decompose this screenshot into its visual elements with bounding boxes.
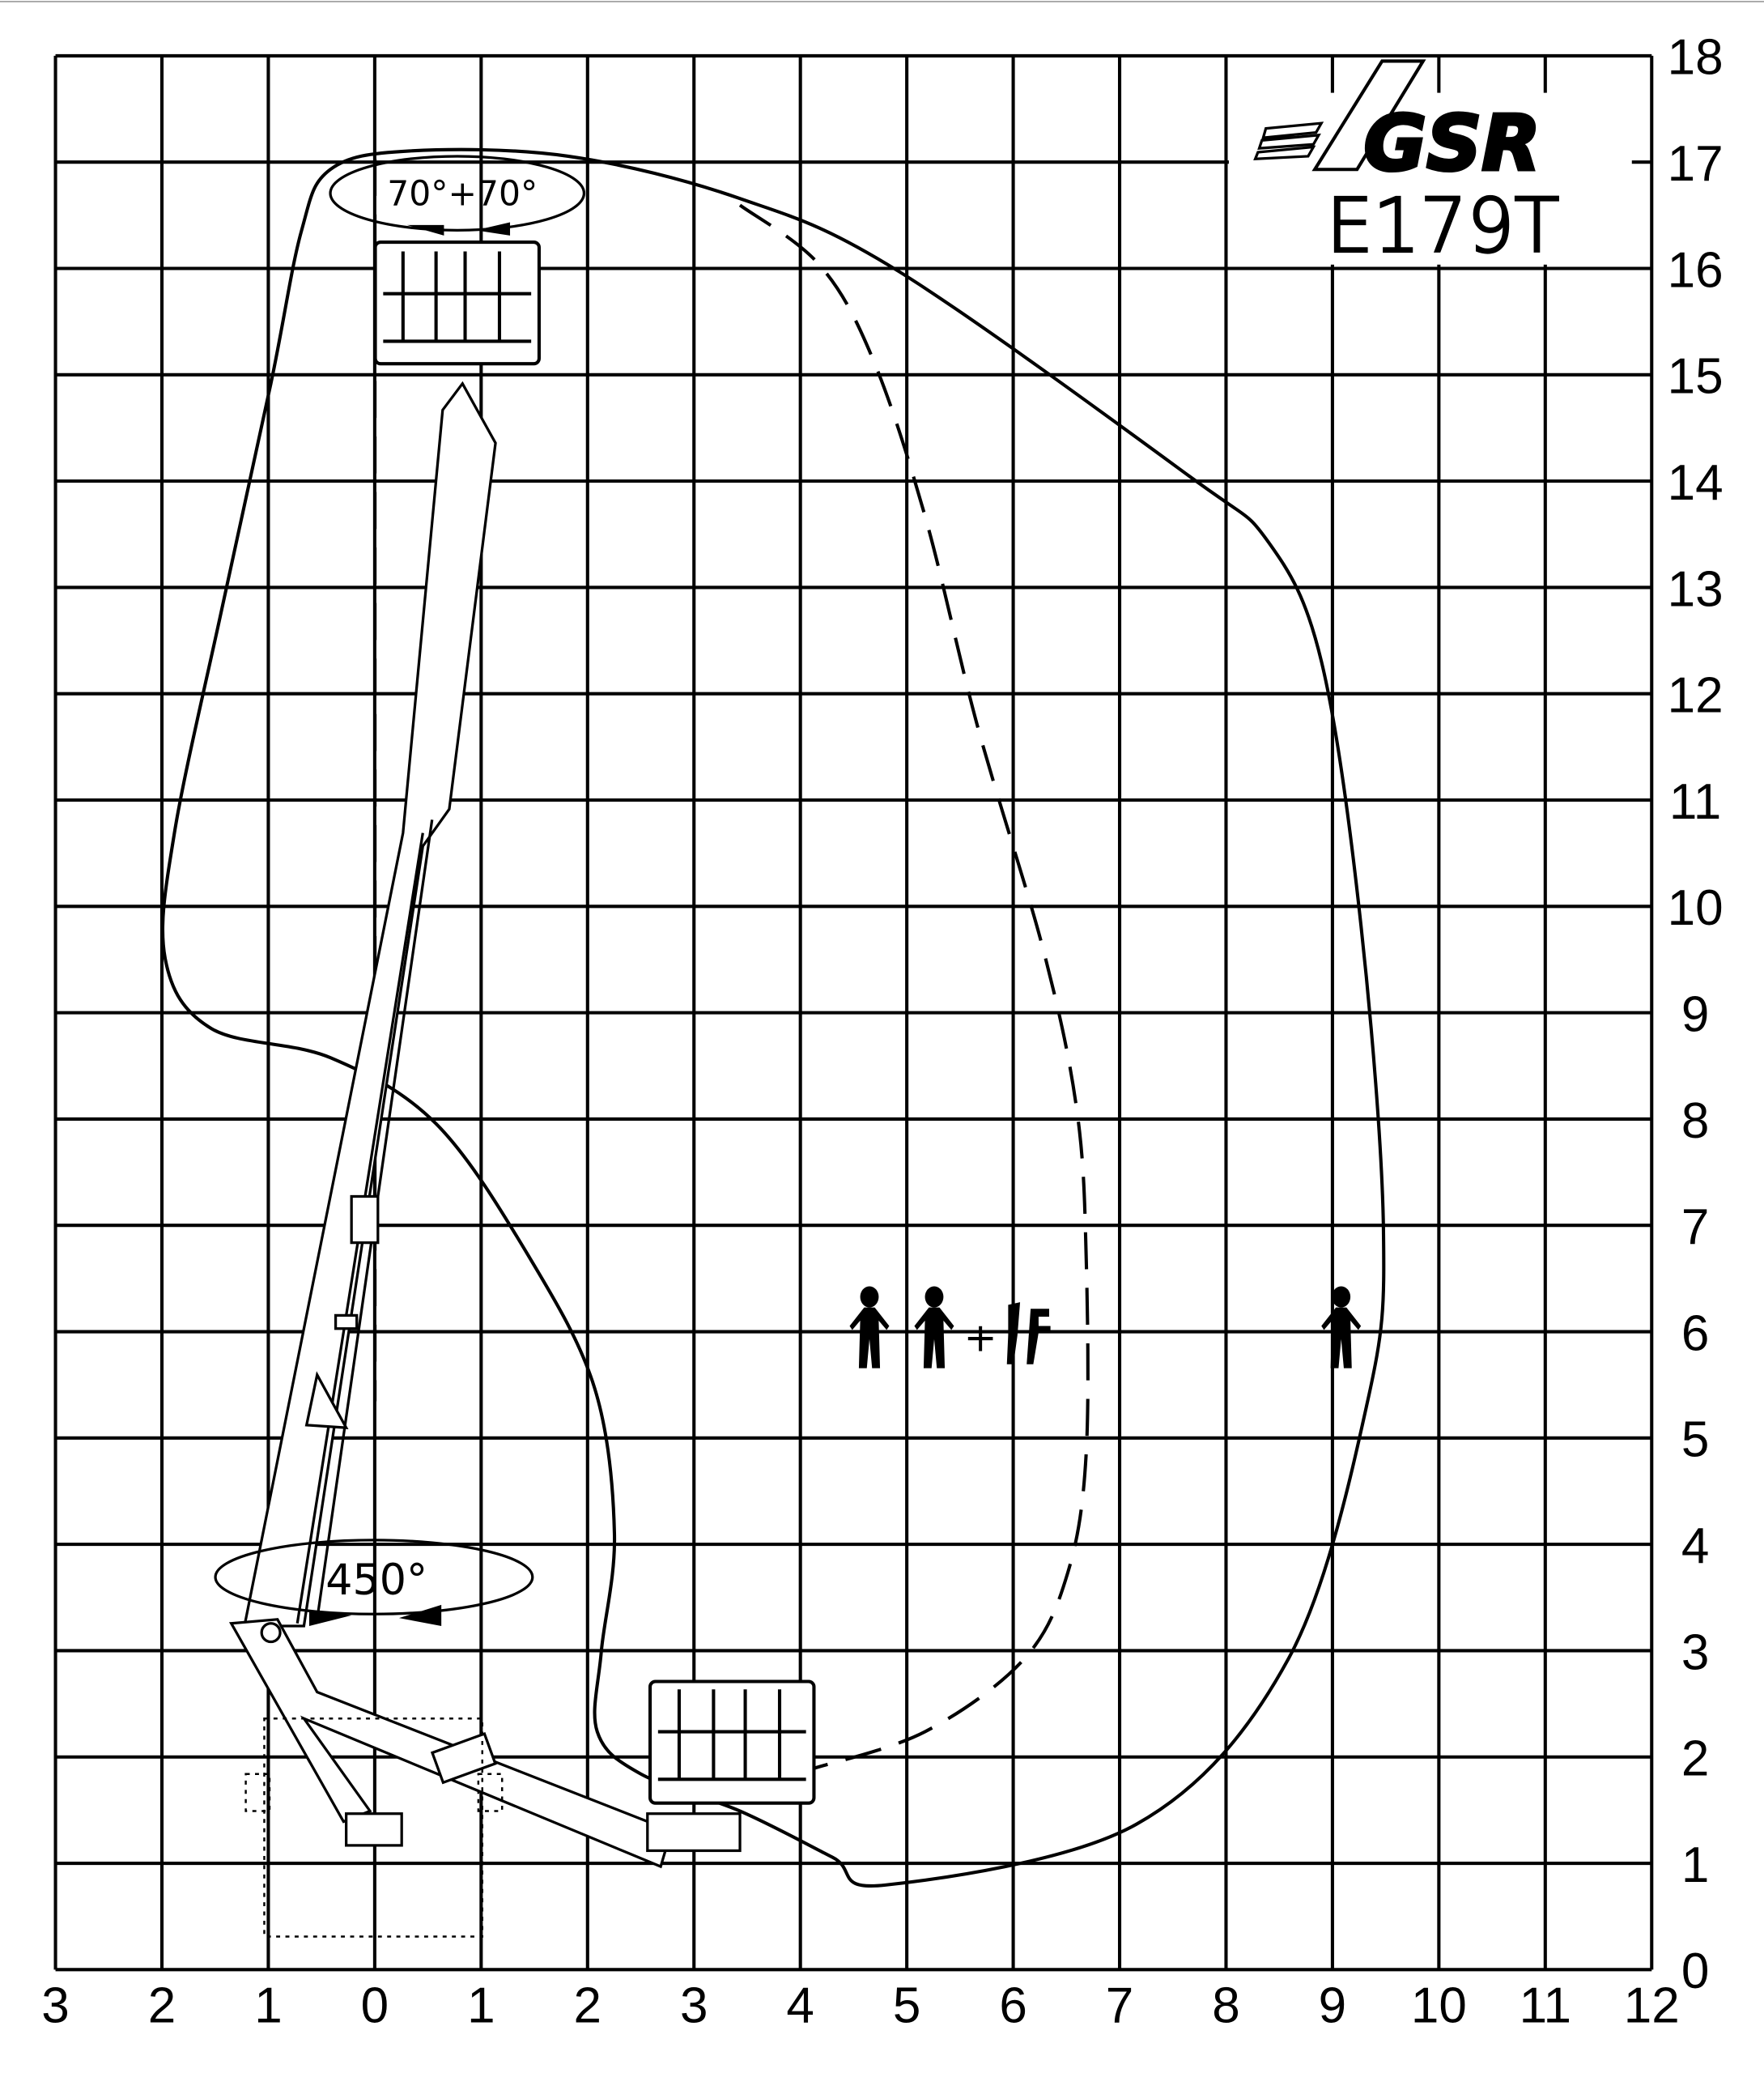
person-icon	[849, 1286, 890, 1369]
x-tick-label: 5	[893, 1978, 921, 2034]
y-tick-label: 16	[1668, 242, 1724, 298]
turret-rotation-ellipse	[214, 1539, 534, 1615]
logo-background	[1228, 92, 1632, 265]
y-tick-label: 15	[1668, 349, 1724, 405]
x-tick-label: 1	[467, 1978, 495, 2034]
x-tick-label: 7	[1106, 1978, 1134, 2034]
y-tick-label: 9	[1681, 986, 1710, 1042]
y-tick-label: 0	[1681, 1943, 1710, 1999]
y-tick-label: 12	[1668, 668, 1724, 724]
turret-base	[345, 1812, 403, 1847]
y-tick-label: 1	[1681, 1837, 1710, 1893]
x-tick-label: 2	[148, 1978, 176, 2034]
reduced-load-envelope	[738, 203, 1090, 1771]
x-tick-label: 6	[999, 1978, 1027, 2034]
telescopic-boom	[242, 381, 497, 1628]
chassis-outline	[244, 1717, 504, 1938]
y-tick-label: 18	[1668, 30, 1724, 86]
x-tick-label: 4	[786, 1978, 814, 2034]
y-tick-label: 8	[1681, 1093, 1710, 1149]
y-tick-label: 2	[1681, 1731, 1710, 1787]
basket-rotation-label: 70°+70°	[387, 174, 538, 214]
zone-two-operators-tools: +	[849, 1286, 1051, 1369]
x-tick-label: 8	[1212, 1978, 1239, 2034]
y-tick-label: 17	[1668, 136, 1724, 192]
y-tick-label: 7	[1681, 1199, 1710, 1255]
y-tick-label: 5	[1681, 1412, 1710, 1468]
brand-logo-text: GSR	[1363, 99, 1541, 188]
grid	[53, 53, 1654, 1972]
x-tick-label: 12	[1624, 1978, 1680, 2034]
y-tick-label: 13	[1668, 561, 1724, 617]
model-label: E179T	[1326, 182, 1559, 269]
person-icon-single-operator	[1321, 1286, 1362, 1369]
basket-rotation-ellipse	[329, 155, 586, 232]
x-tick-label: 3	[680, 1978, 708, 2034]
rotation-arrows-icon	[406, 222, 511, 236]
x-tick-label: 9	[1319, 1978, 1347, 2034]
tools-icon	[1006, 1302, 1051, 1364]
x-tick-label: 0	[361, 1978, 389, 2034]
x-tick-label: 3	[41, 1978, 70, 2034]
outer-working-envelope	[160, 147, 1386, 1888]
y-tick-label: 4	[1681, 1518, 1710, 1574]
turret-rotation-label: 450°	[325, 1556, 427, 1605]
x-tick-label: 2	[574, 1978, 602, 2034]
lower-arm	[228, 1618, 742, 1869]
x-tick-label: 11	[1520, 1978, 1571, 2034]
person-icon	[914, 1286, 954, 1369]
y-tick-label: 3	[1681, 1624, 1710, 1680]
x-tick-label: 10	[1411, 1978, 1467, 2034]
plus-sign: +	[964, 1314, 997, 1360]
y-tick-label: 11	[1669, 774, 1721, 830]
turret-arrows-icon	[308, 1604, 442, 1626]
gsr-logo: GSR	[1253, 59, 1542, 189]
y-tick-label: 14	[1668, 455, 1724, 511]
y-tick-label: 10	[1668, 880, 1724, 936]
basket-bottom	[648, 1679, 816, 1805]
y-tick-label: 6	[1681, 1305, 1710, 1361]
x-tick-label: 1	[254, 1978, 283, 2034]
basket-top	[373, 241, 541, 366]
